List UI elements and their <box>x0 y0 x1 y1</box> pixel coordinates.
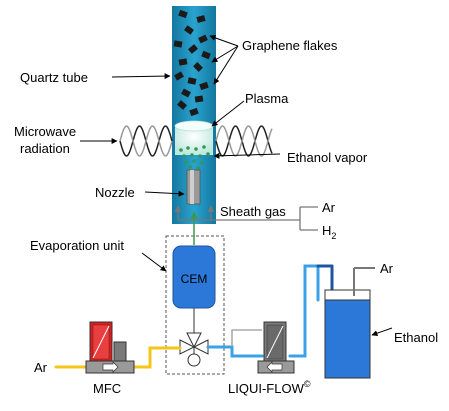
three-way-valve-icon <box>179 332 209 367</box>
graphene-flake <box>188 44 198 54</box>
gas-line <box>54 346 182 369</box>
ar-top-label: Ar <box>322 200 336 215</box>
sheath-gas-label: Sheath gas <box>220 204 286 219</box>
quartz-tube-label: Quartz tube <box>20 70 88 85</box>
nozzle <box>186 169 201 205</box>
vapor-dot <box>182 154 186 158</box>
microwave-waves <box>119 125 273 157</box>
ethanol-vapor <box>179 145 210 170</box>
graphene-flake <box>173 40 183 48</box>
graphene-flakes-label: Graphene flakes <box>242 38 338 53</box>
vapor-dot <box>192 159 196 163</box>
h2-label: H2 <box>322 223 336 241</box>
graphene-flake <box>199 81 209 91</box>
microwave-label-line1: Microwave <box>14 124 76 139</box>
vapor-dot <box>184 160 188 164</box>
graphene-flakes <box>173 9 211 117</box>
arrow-right-icon <box>102 361 119 373</box>
plasma-label: Plasma <box>245 91 289 106</box>
graphene-flake <box>178 9 188 19</box>
vapor-dot <box>196 166 200 170</box>
microwave-label-line2: radiation <box>20 141 70 156</box>
graphene-flake <box>174 71 184 81</box>
evaporation-unit-label: Evaporation unit <box>30 238 124 253</box>
nozzle-label: Nozzle <box>95 185 135 200</box>
graphene-flake <box>177 100 187 110</box>
ethanol-label: Ethanol <box>394 330 438 345</box>
mfc-device <box>85 321 135 374</box>
cem-label: CEM <box>181 272 208 286</box>
graphene-flake <box>201 50 211 60</box>
vapor-dot <box>198 154 202 158</box>
liquid-line <box>206 264 334 362</box>
ethanol-vapor-label: Ethanol vapor <box>287 150 368 165</box>
vapor-dot <box>202 145 206 149</box>
graphene-flake <box>189 107 199 117</box>
graphene-flake <box>193 62 203 72</box>
vapor-dot <box>194 147 198 151</box>
vapor-dot <box>200 161 204 165</box>
vapor-dot <box>186 146 190 150</box>
evaporation-unit-box <box>165 235 225 375</box>
mfc-label: MFC <box>93 381 121 396</box>
ethanol-container <box>324 267 375 379</box>
arrow-left-icon <box>266 361 283 373</box>
bypass-line <box>231 329 262 347</box>
graphene-flake <box>184 25 194 35</box>
liquiflow-label: LIQUI-FLOW© <box>228 379 311 396</box>
graphene-flake <box>196 15 206 23</box>
sheath-gas-lines <box>174 205 318 231</box>
graphene-flake <box>187 77 197 85</box>
vapor-dot <box>179 148 183 152</box>
plasma <box>174 120 214 155</box>
pointer-lines <box>80 34 393 337</box>
graphene-flake <box>181 88 191 98</box>
vapor-dot <box>188 165 192 169</box>
graphene-flake <box>198 34 208 44</box>
ar-right-label: Ar <box>380 261 394 276</box>
graphene-flake <box>194 95 204 103</box>
vapor-dot <box>206 152 210 156</box>
vapor-dot <box>190 153 194 157</box>
ar-left-label: Ar <box>34 360 48 375</box>
graphene-flake <box>178 58 188 66</box>
liquiflow-device <box>257 321 295 374</box>
